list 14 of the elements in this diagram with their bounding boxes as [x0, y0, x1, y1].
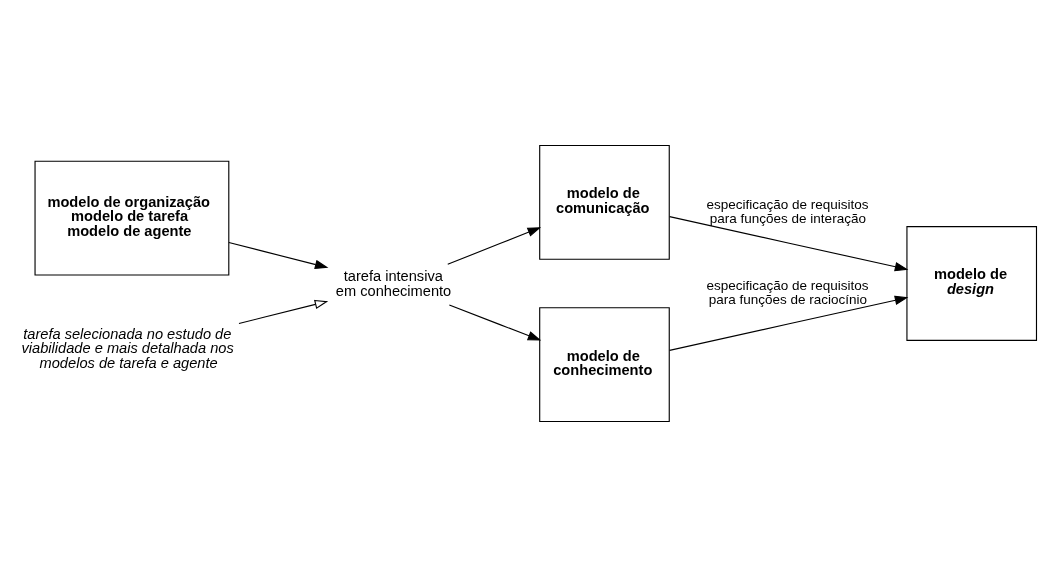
node-box: modelo de design [906, 225, 1038, 341]
node-box: modelo de comunicação [539, 144, 670, 260]
arrow [238, 299, 329, 324]
arrow [447, 226, 542, 265]
node-text: tarefa selecionada no estudo de viabilidade e mais detalhada nos modelos de tarefa e agente [21, 325, 234, 371]
node-box: modelo de conhecimento [539, 306, 670, 422]
arrow [228, 241, 329, 269]
arrow [669, 295, 909, 351]
node-box: modelo de organização modelo de tarefa modelo de agente [34, 160, 230, 276]
arrow [448, 303, 542, 341]
node-text: tarefa intensiva em conhecimento [335, 267, 452, 299]
edge-label: especificação de requisitos para funções de interação [706, 196, 869, 226]
edge-label: especificação de requisitos para funções de raciocínio [706, 277, 869, 307]
arrow [669, 215, 909, 271]
